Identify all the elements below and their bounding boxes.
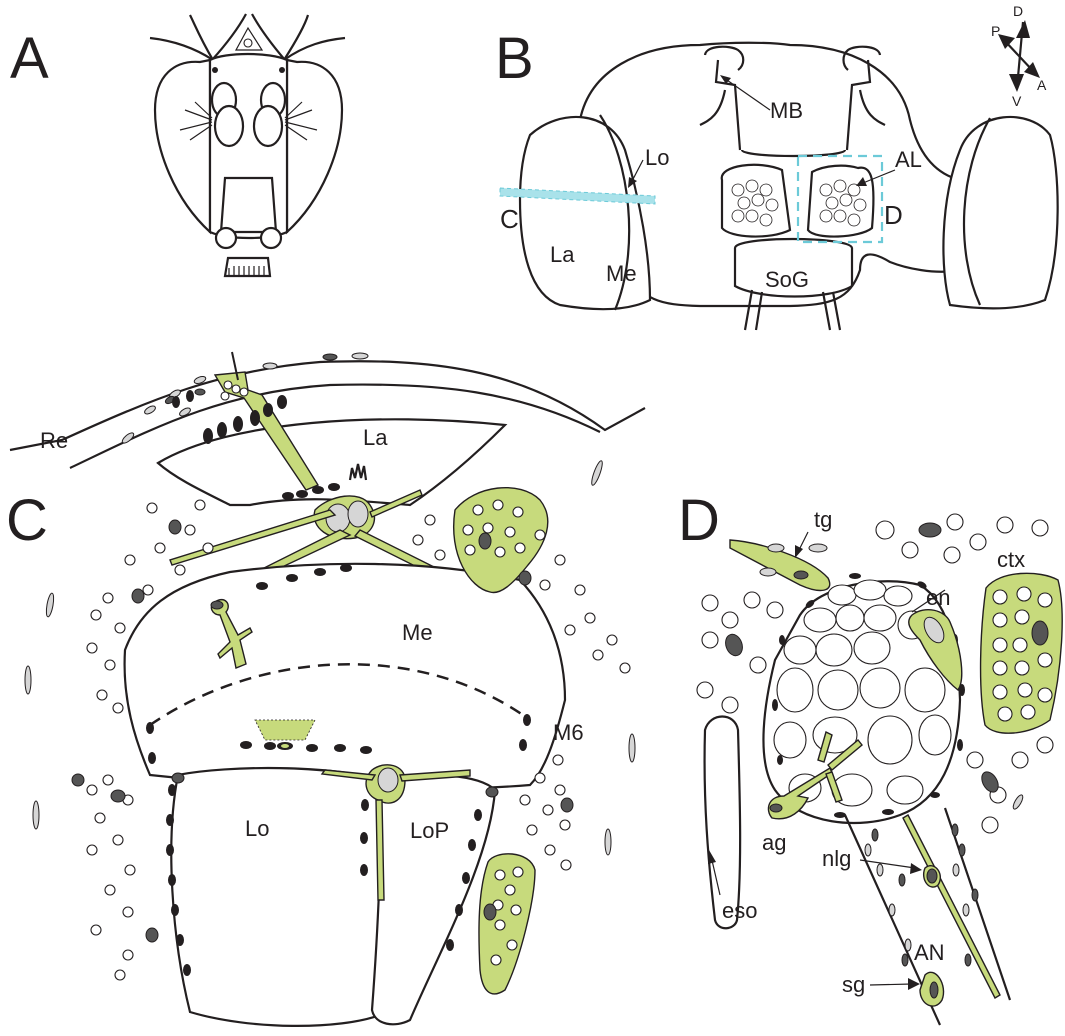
label-lamina-c: La — [363, 425, 388, 450]
orientation-dorsal: D — [1013, 3, 1023, 19]
label-nerve-glia: nlg — [822, 846, 851, 871]
panel-b-brain: B — [495, 3, 1058, 330]
label-medulla-c: Me — [402, 620, 433, 645]
label-lamina-b: La — [550, 242, 575, 267]
panel-a-label: A — [10, 26, 49, 91]
label-lobula-b: Lo — [645, 145, 669, 170]
label-lobula-plate: LoP — [410, 818, 449, 843]
panel-b-label: B — [495, 26, 534, 91]
label-cortex-glia: ctx — [997, 547, 1025, 572]
section-marker-c: C — [500, 204, 519, 234]
label-antennal-lobe: AL — [895, 147, 922, 172]
section-marker-d: D — [884, 200, 903, 230]
orientation-ventral: V — [1012, 93, 1022, 109]
label-surface-glia: sg — [842, 972, 865, 997]
label-ensheathing-glia: en — [926, 585, 950, 610]
panel-a-fly-head: A — [10, 14, 345, 277]
label-m6-layer: M6 — [553, 720, 584, 745]
label-lobula-c: Lo — [245, 816, 269, 841]
label-subesophageal-ganglion: SoG — [765, 267, 809, 292]
label-trachea-glia: tg — [814, 507, 832, 532]
orientation-posterior: P — [991, 23, 1000, 39]
orientation-anterior: A — [1037, 77, 1047, 93]
label-mushroom-body: MB — [770, 98, 803, 123]
label-retina: Re — [40, 428, 68, 453]
label-antennal-nerve: AN — [914, 940, 945, 965]
label-medulla-b: Me — [606, 261, 637, 286]
panel-d-label: D — [678, 488, 720, 553]
panel-c-optic-lobe: C — [6, 352, 645, 1026]
panel-c-label: C — [6, 488, 48, 553]
label-esophagus: eso — [722, 898, 757, 923]
label-astrocyte-glia: ag — [762, 830, 786, 855]
panel-d-antennal-lobe: D — [678, 488, 1062, 1025]
